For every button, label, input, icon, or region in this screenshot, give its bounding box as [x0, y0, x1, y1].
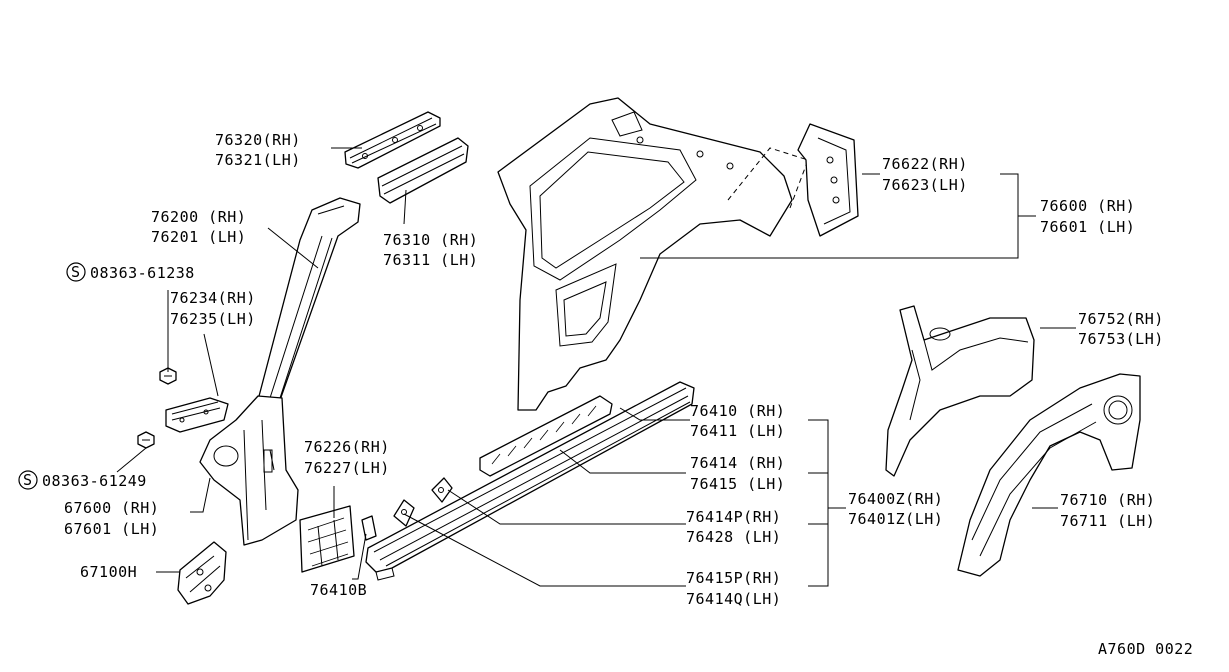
- part-76600-quarter-inner: [497, 97, 793, 411]
- label-76600: 76600 (RH): [1040, 197, 1135, 215]
- label-76710: 76710 (RH): [1060, 491, 1155, 509]
- part-76320-roof-rail: [344, 111, 441, 169]
- label-76235: 76235(LH): [170, 310, 256, 328]
- label-76410: 76410 (RH): [690, 402, 785, 420]
- label-76321: 76321(LH): [215, 151, 301, 169]
- label-76414q: 76414Q(LH): [686, 590, 781, 608]
- label-08363-61238: 08363-61238: [90, 264, 195, 282]
- standard-part-symbol: S: [66, 262, 86, 282]
- part-76410-sill: [365, 381, 695, 581]
- label-76201: 76201 (LH): [151, 228, 246, 246]
- label-76414: 76414 (RH): [690, 454, 785, 472]
- label-76200: 76200 (RH): [151, 208, 246, 226]
- label-76410b: 76410B: [310, 581, 367, 599]
- part-76410b-plate: [361, 515, 377, 541]
- label-67600: 67600 (RH): [64, 499, 159, 517]
- label-76401z: 76401Z(LH): [848, 510, 943, 528]
- label-76415: 76415 (LH): [690, 475, 785, 493]
- label-76310: 76310 (RH): [383, 231, 478, 249]
- label-76411: 76411 (LH): [690, 422, 785, 440]
- part-76226-reinforcement: [299, 505, 355, 573]
- label-76623: 76623(LH): [882, 176, 968, 194]
- label-76752: 76752(RH): [1078, 310, 1164, 328]
- part-76414-inner-reinforcement: [479, 395, 613, 477]
- label-67601: 67601 (LH): [64, 520, 159, 538]
- part-76710-wheelhouse-outer: [957, 373, 1141, 577]
- part-67100h-gusset: [177, 541, 227, 605]
- part-67600-pillar-lower: [199, 395, 299, 546]
- label-76415p: 76415P(RH): [686, 569, 781, 587]
- label-76601: 76601 (LH): [1040, 218, 1135, 236]
- label-76227: 76227(LH): [304, 459, 390, 477]
- part-76310-side-rail: [377, 137, 469, 204]
- leader-lines: [116, 147, 1076, 587]
- label-08363-61249: 08363-61249: [42, 472, 147, 490]
- label-76753: 76753(LH): [1078, 330, 1164, 348]
- part-76200-center-pillar: [257, 197, 361, 401]
- part-76414p-bracket: [431, 477, 453, 503]
- label-76400z: 76400Z(RH): [848, 490, 943, 508]
- part-labels: 76320(RH) 76321(LH) 76200 (RH) 76201 (LH…: [42, 131, 1193, 658]
- symbol-letter: S: [23, 471, 33, 489]
- diagram-id: A760D 0022: [1098, 640, 1193, 658]
- label-76226: 76226(RH): [304, 438, 390, 456]
- label-76414p: 76414P(RH): [686, 508, 781, 526]
- label-76320: 76320(RH): [215, 131, 301, 149]
- part-76752-wheelhouse-inner: [885, 305, 1035, 477]
- screw-icon: [137, 431, 155, 449]
- label-76428: 76428 (LH): [686, 528, 781, 546]
- symbol-letter: S: [71, 263, 81, 281]
- label-76711: 76711 (LH): [1060, 512, 1155, 530]
- part-76415p-bracket: [393, 499, 415, 527]
- label-67100h: 67100H: [80, 563, 137, 581]
- label-76311: 76311 (LH): [383, 251, 478, 269]
- standard-part-symbol: S: [18, 470, 38, 490]
- label-76622: 76622(RH): [882, 155, 968, 173]
- label-76234: 76234(RH): [170, 289, 256, 307]
- part-76622-bracket: [797, 123, 859, 237]
- part-76234-bracket: [165, 397, 229, 433]
